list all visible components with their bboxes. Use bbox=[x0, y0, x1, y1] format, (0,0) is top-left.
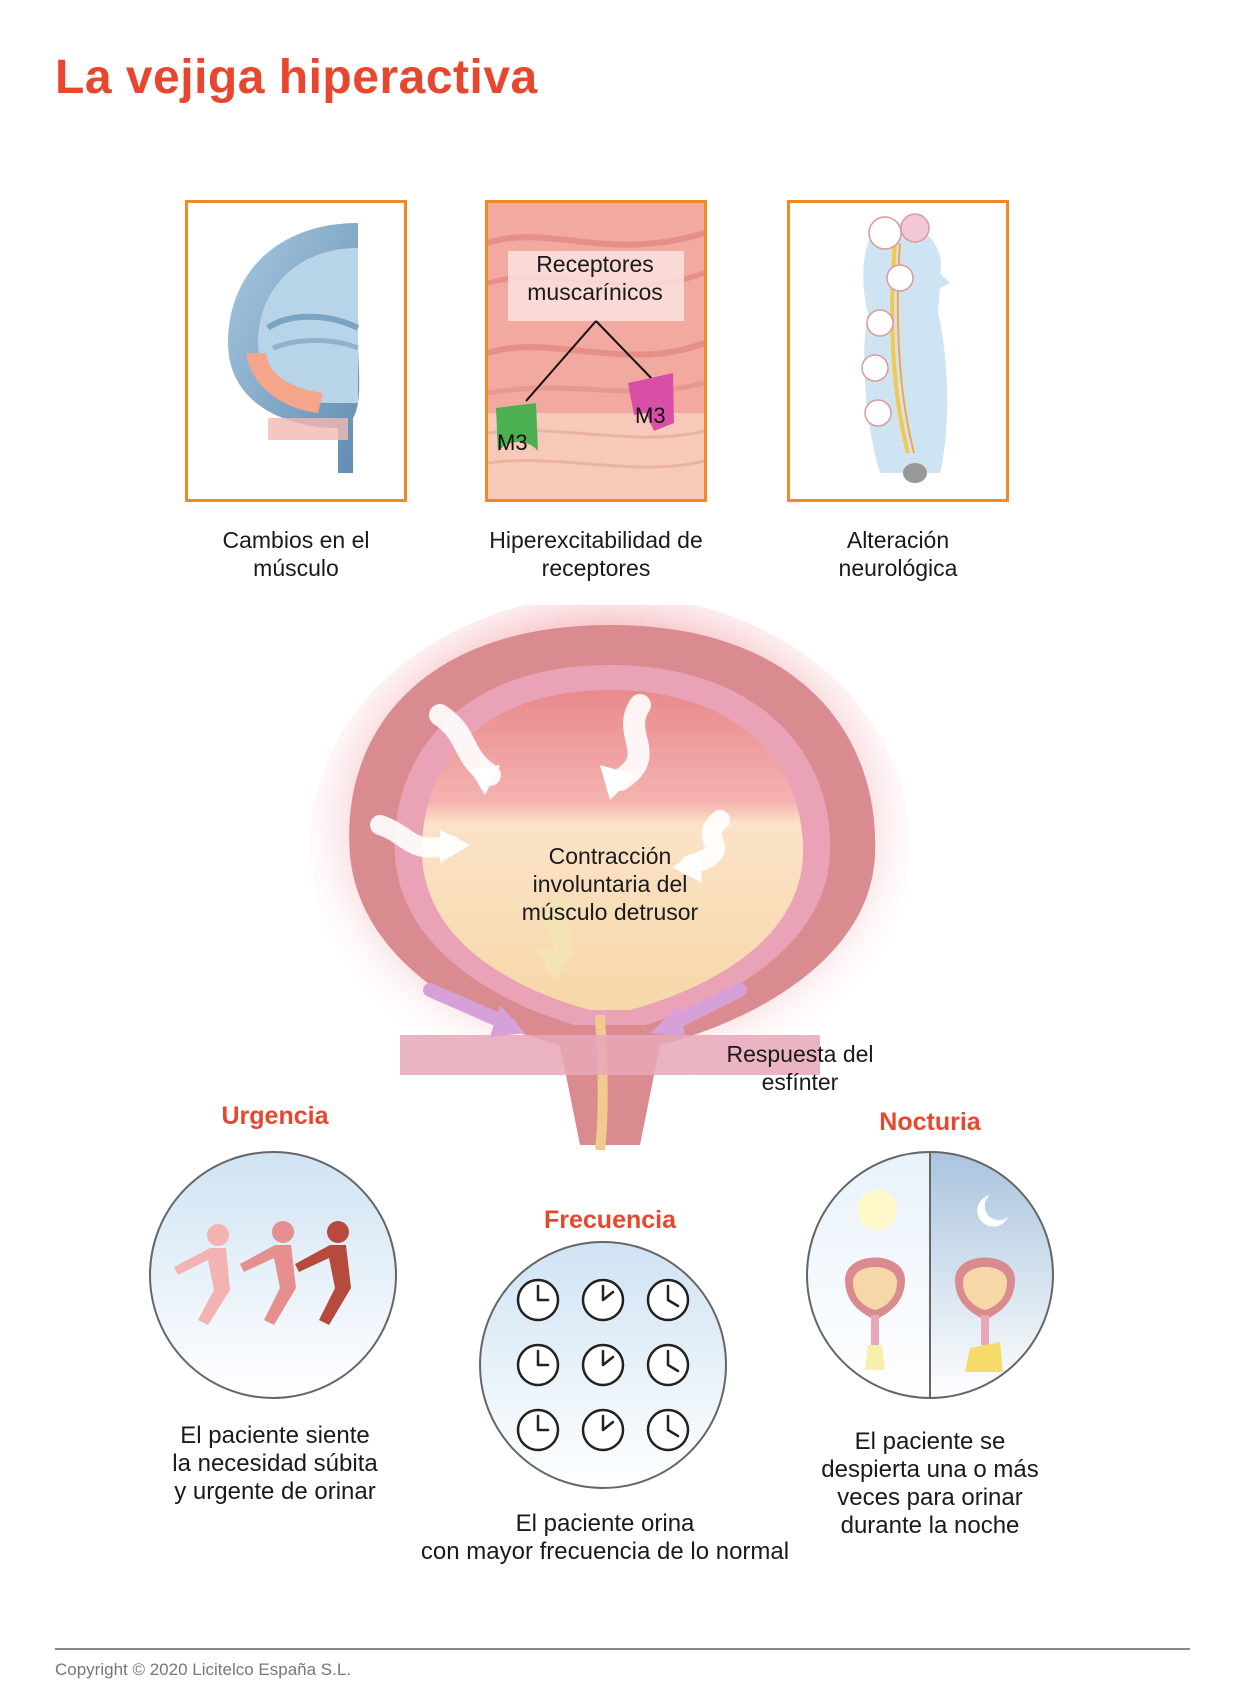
urgency-desc-line1: El paciente siente bbox=[180, 1422, 370, 1449]
receptor-label-line2: muscarínicos bbox=[527, 279, 663, 305]
frequency-desc-line1: El paciente orina bbox=[515, 1510, 695, 1537]
page-title: La vejiga hiperactiva bbox=[55, 51, 538, 104]
bladder-cross-section-illustration bbox=[228, 223, 360, 473]
nocturia-desc-line1: El paciente se bbox=[854, 1428, 1006, 1455]
caption-receptors-line2: receptores bbox=[541, 555, 651, 581]
nervous-system-illustration bbox=[861, 213, 950, 483]
frequency-heading: Frecuencia bbox=[543, 1206, 676, 1234]
detrusor-label-line2: involuntaria del bbox=[532, 871, 688, 897]
nocturia-heading: Nocturia bbox=[879, 1108, 981, 1136]
caption-muscle-line1: Cambios en el bbox=[222, 527, 370, 553]
panel-receptors bbox=[485, 200, 707, 502]
panel-neurological bbox=[787, 200, 1009, 502]
copyright-text: Copyright © 2020 Licitelco España S.L. bbox=[55, 1660, 352, 1679]
m3-left-label: M3 bbox=[497, 430, 528, 455]
caption-neuro-line2: neurológica bbox=[838, 555, 958, 581]
footer-divider bbox=[55, 1648, 1190, 1650]
detrusor-label-line1: Contracción bbox=[548, 843, 672, 869]
caption-neuro-line1: Alteración bbox=[846, 527, 950, 553]
detrusor-label-line3: músculo detrusor bbox=[521, 899, 699, 925]
receptor-label-line1: Receptores bbox=[536, 251, 654, 277]
frequency-desc-line2: con mayor frecuencia de lo normal bbox=[420, 1538, 790, 1565]
panel-muscle-changes bbox=[185, 200, 407, 502]
caption-receptors-line1: Hiperexcitabilidad de bbox=[489, 527, 703, 553]
frequency-clocks-illustration bbox=[479, 1241, 727, 1489]
nocturia-desc-line4: durante la noche bbox=[840, 1512, 1020, 1539]
muscle-tissue-illustration bbox=[488, 203, 704, 499]
bladder-illustration bbox=[310, 605, 910, 1151]
nocturia-desc-line2: despierta una o más bbox=[821, 1456, 1039, 1483]
sphincter-label-line2: esfínter bbox=[761, 1069, 839, 1095]
sphincter-label-line1: Respuesta del bbox=[726, 1041, 874, 1067]
urgency-heading: Urgencia bbox=[221, 1102, 329, 1130]
urgency-runners-illustration bbox=[149, 1151, 397, 1399]
caption-muscle-line2: músculo bbox=[253, 555, 339, 581]
nocturia-desc-line3: veces para orinar bbox=[837, 1484, 1023, 1511]
urgency-desc-line2: la necesidad súbita bbox=[172, 1450, 378, 1477]
nocturia-day-night-illustration bbox=[806, 1151, 1054, 1399]
urgency-desc-line3: y urgente de orinar bbox=[174, 1478, 376, 1505]
m3-right-label: M3 bbox=[635, 403, 666, 428]
